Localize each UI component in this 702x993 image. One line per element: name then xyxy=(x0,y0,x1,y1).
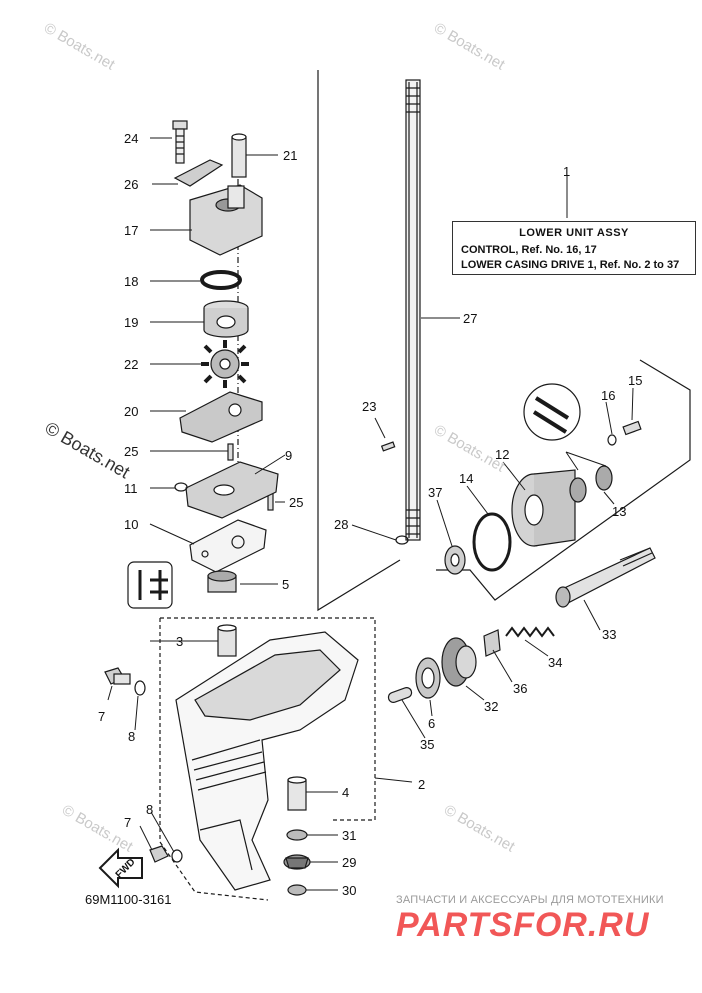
callout-11: 11 xyxy=(124,481,138,496)
callout-9: 9 xyxy=(285,448,293,463)
callout-8a: 8 xyxy=(128,729,136,744)
callout-5: 5 xyxy=(282,577,290,592)
callout-13: 13 xyxy=(612,504,627,519)
assembly-legend: LOWER UNIT ASSY CONTROL, Ref. No. 16, 17… xyxy=(452,221,696,275)
diagram-code: 69M1100-3161 xyxy=(85,892,172,907)
callout-20: 20 xyxy=(124,404,139,419)
legend-line-2: LOWER CASING DRIVE 1, Ref. No. 2 to 37 xyxy=(461,259,680,271)
callout-17: 17 xyxy=(124,223,139,238)
callout-10: 10 xyxy=(124,517,139,532)
insert-19 xyxy=(203,300,249,338)
pin-21 xyxy=(231,133,247,178)
callout-22: 22 xyxy=(124,357,139,372)
callout-3: 3 xyxy=(176,634,184,649)
callout-26: 26 xyxy=(124,177,139,192)
callout-33: 33 xyxy=(602,627,617,642)
callout-29: 29 xyxy=(342,855,357,870)
pump-housing-17 xyxy=(189,184,263,256)
callout-12: 12 xyxy=(495,447,510,462)
brand-logo-text: PARTSFOR.RU xyxy=(396,906,650,944)
drive-shaft xyxy=(405,79,421,541)
callout-21: 21 xyxy=(283,148,298,163)
callout-6: 6 xyxy=(428,716,436,731)
callout-14: 14 xyxy=(459,471,474,486)
callout-16: 16 xyxy=(601,388,616,403)
callout-15: 15 xyxy=(628,373,643,388)
bolt-24 xyxy=(172,120,188,164)
callout-1: 1 xyxy=(563,164,571,179)
bearing-housing-12 xyxy=(511,469,576,547)
callout-7a: 7 xyxy=(98,709,106,724)
brand-tagline: ЗАПЧАСТИ И АКСЕССУАРЫ ДЛЯ МОТОТЕХНИКИ xyxy=(396,894,664,906)
propeller-shaft-33 xyxy=(555,547,656,608)
callout-28: 28 xyxy=(334,517,349,532)
callout-32: 32 xyxy=(484,699,499,714)
leader-lines xyxy=(107,137,634,891)
callout-36: 36 xyxy=(513,681,528,696)
legend-title: LOWER UNIT ASSY xyxy=(519,227,629,239)
callout-18: 18 xyxy=(124,274,139,289)
callout-37: 37 xyxy=(428,485,443,500)
callout-25a: 25 xyxy=(124,444,139,459)
callout-19: 19 xyxy=(124,315,139,330)
callout-24: 24 xyxy=(124,131,139,146)
callout-8b: 8 xyxy=(146,802,154,817)
callout-34: 34 xyxy=(548,655,563,670)
callout-4: 4 xyxy=(342,785,350,800)
callout-7b: 7 xyxy=(124,815,132,830)
callout-25b: 25 xyxy=(289,495,304,510)
callout-35: 35 xyxy=(420,737,435,752)
callout-27: 27 xyxy=(463,311,478,326)
impeller-22 xyxy=(201,340,249,388)
legend-line-1: CONTROL, Ref. No. 16, 17 xyxy=(461,244,597,256)
callout-23: 23 xyxy=(362,399,377,414)
lower-casing-2 xyxy=(175,631,359,891)
callout-30: 30 xyxy=(342,883,357,898)
callout-31: 31 xyxy=(342,828,357,843)
callout-2: 2 xyxy=(418,777,426,792)
